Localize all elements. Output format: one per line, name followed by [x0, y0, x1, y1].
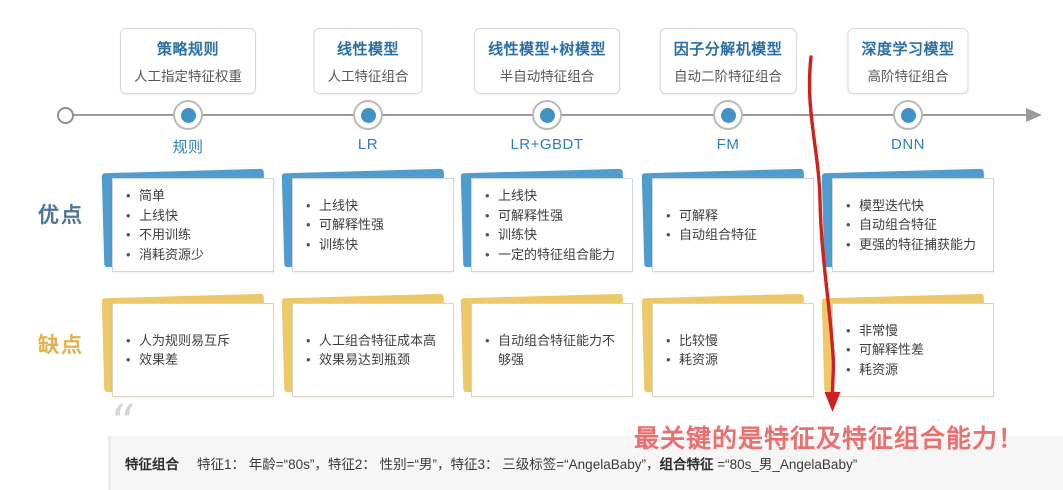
stage-title: 线性模型	[336, 41, 399, 58]
card-front: 简单上线快不用训练消耗资源少	[112, 178, 274, 272]
timeline-node-lr	[353, 100, 383, 130]
pros-list: 上线快可解释性强训练快	[293, 179, 453, 271]
stage-title: 线性模型+树模型	[488, 41, 606, 58]
cons-list: 自动组合特征能力不够强	[472, 304, 632, 396]
quote-icon: “	[110, 394, 135, 452]
cons-list: 人工组合特征成本高效果易达到瓶颈	[293, 304, 453, 396]
bullet-item: 比较慢	[663, 331, 807, 351]
timeline-node-lr-gbdt	[532, 100, 562, 130]
feature-example-body: 特征1： 年龄=“80s”，特征2： 性别=“男”，特征3： 三级标签=“Ang…	[197, 457, 660, 472]
pros-card-fm: 可解释自动组合特征	[641, 168, 814, 272]
bullet-item: 简单	[123, 186, 267, 206]
bullet-item: 训练快	[482, 225, 626, 245]
timeline-node-rules	[173, 100, 203, 130]
pros-list: 简单上线快不用训练消耗资源少	[113, 179, 273, 271]
card-front: 自动组合特征能力不够强	[471, 303, 633, 397]
cons-list: 人为规则易互斥效果差	[113, 304, 273, 396]
bullet-item: 非常慢	[843, 321, 987, 341]
bullet-item: 不用训练	[123, 225, 267, 245]
node-dot	[720, 107, 736, 123]
cons-card-lr: 人工组合特征成本高效果易达到瓶颈	[281, 293, 454, 397]
cons-card-dnn: 非常慢可解释性差耗资源	[821, 293, 994, 397]
stage-title: 策略规则	[156, 41, 219, 58]
stage-title: 因子分解机模型	[673, 41, 783, 58]
card-front: 可解释自动组合特征	[652, 178, 814, 272]
node-label-rules: 规则	[172, 139, 204, 156]
cons-list: 非常慢可解释性差耗资源	[833, 304, 993, 396]
combined-feature-label: 组合特征	[659, 457, 714, 472]
pros-card-dnn: 模型迭代快自动组合特征更强的特征捕获能力	[821, 168, 994, 272]
bullet-item: 模型迭代快	[843, 196, 987, 216]
stage-subtitle: 人工指定特征权重	[134, 69, 242, 84]
stage-card-rules: 策略规则 人工指定特征权重	[120, 28, 256, 94]
pros-list: 模型迭代快自动组合特征更强的特征捕获能力	[833, 179, 993, 271]
bullet-item: 可解释性差	[843, 340, 987, 360]
stage-card-dnn: 深度学习模型 高阶特征组合	[847, 28, 969, 94]
cons-list: 比较慢耗资源	[653, 304, 813, 396]
timeline-node-dnn	[893, 100, 923, 130]
stage-title: 深度学习模型	[861, 41, 955, 58]
node-dot	[539, 107, 555, 123]
node-label-lr-gbdt: LR+GBDT	[510, 136, 584, 153]
cons-row-label: 缺点	[38, 334, 84, 357]
node-dot	[180, 107, 196, 123]
bullet-item: 效果差	[123, 350, 267, 370]
bullet-item: 耗资源	[663, 350, 807, 370]
timeline-start-circle	[57, 107, 74, 124]
bullet-item: 上线快	[123, 206, 267, 226]
node-label-fm: FM	[716, 136, 740, 153]
stage-subtitle: 半自动特征组合	[499, 69, 595, 84]
card-front: 比较慢耗资源	[652, 303, 814, 397]
cons-card-fm: 比较慢耗资源	[641, 293, 814, 397]
key-insight-annotation: 最关键的是特征及特征组合能力！	[633, 425, 1024, 453]
card-front: 上线快可解释性强训练快	[292, 178, 454, 272]
bullet-item: 上线快	[303, 196, 447, 216]
stage-card-fm: 因子分解机模型 自动二阶特征组合	[659, 28, 797, 94]
bullet-item: 人工组合特征成本高	[303, 331, 447, 351]
pros-list: 可解释自动组合特征	[653, 179, 813, 271]
stage-subtitle: 自动二阶特征组合	[673, 69, 782, 84]
timeline-node-fm	[713, 100, 743, 130]
feature-combo-label: 特征组合	[125, 457, 179, 472]
bullet-item: 自动组合特征能力不够强	[482, 331, 626, 370]
bullet-item: 消耗资源少	[123, 245, 267, 265]
bullet-item: 上线快	[482, 186, 626, 206]
bullet-item: 可解释性强	[482, 206, 626, 226]
cons-card-lr-gbdt: 自动组合特征能力不够强	[460, 293, 633, 397]
bullet-item: 一定的特征组合能力	[482, 245, 626, 265]
cons-card-rules: 人为规则易互斥效果差	[101, 293, 274, 397]
card-front: 非常慢可解释性差耗资源	[832, 303, 994, 397]
pros-card-lr-gbdt: 上线快可解释性强训练快一定的特征组合能力	[460, 168, 633, 272]
pros-card-lr: 上线快可解释性强训练快	[281, 168, 454, 272]
bullet-item: 自动组合特征	[663, 225, 807, 245]
stage-subtitle: 人工特征组合	[327, 69, 409, 84]
bullet-item: 可解释	[663, 206, 807, 226]
node-dot	[360, 107, 376, 123]
combined-feature-value: =“80s_男_AngelaBaby”	[713, 457, 858, 472]
stage-card-lr: 线性模型 人工特征组合	[313, 28, 423, 94]
node-label-dnn: DNN	[891, 136, 925, 153]
bullet-item: 自动组合特征	[843, 215, 987, 235]
node-dot	[900, 107, 916, 123]
card-front: 人工组合特征成本高效果易达到瓶颈	[292, 303, 454, 397]
bullet-item: 人为规则易互斥	[123, 331, 267, 351]
card-front: 上线快可解释性强训练快一定的特征组合能力	[471, 178, 633, 272]
bullet-item: 可解释性强	[303, 215, 447, 235]
node-label-lr: LR	[357, 136, 379, 153]
bullet-item: 更强的特征捕获能力	[843, 235, 987, 255]
card-front: 模型迭代快自动组合特征更强的特征捕获能力	[832, 178, 994, 272]
bullet-item: 耗资源	[843, 360, 987, 380]
bullet-item: 训练快	[303, 235, 447, 255]
bullet-item: 效果易达到瓶颈	[303, 350, 447, 370]
feature-example-text: 特征组合 特征1： 年龄=“80s”，特征2： 性别=“男”，特征3： 三级标签=…	[125, 453, 1053, 473]
pros-list: 上线快可解释性强训练快一定的特征组合能力	[472, 179, 632, 271]
stage-subtitle: 高阶特征组合	[867, 69, 949, 84]
pros-row-label: 优点	[38, 204, 84, 227]
stage-card-lr-gbdt: 线性模型+树模型 半自动特征组合	[474, 28, 620, 94]
pros-card-rules: 简单上线快不用训练消耗资源少	[101, 168, 274, 272]
card-front: 人为规则易互斥效果差	[112, 303, 274, 397]
feature-example-box: 特征组合 特征1： 年龄=“80s”，特征2： 性别=“男”，特征3： 三级标签=…	[108, 436, 1063, 490]
